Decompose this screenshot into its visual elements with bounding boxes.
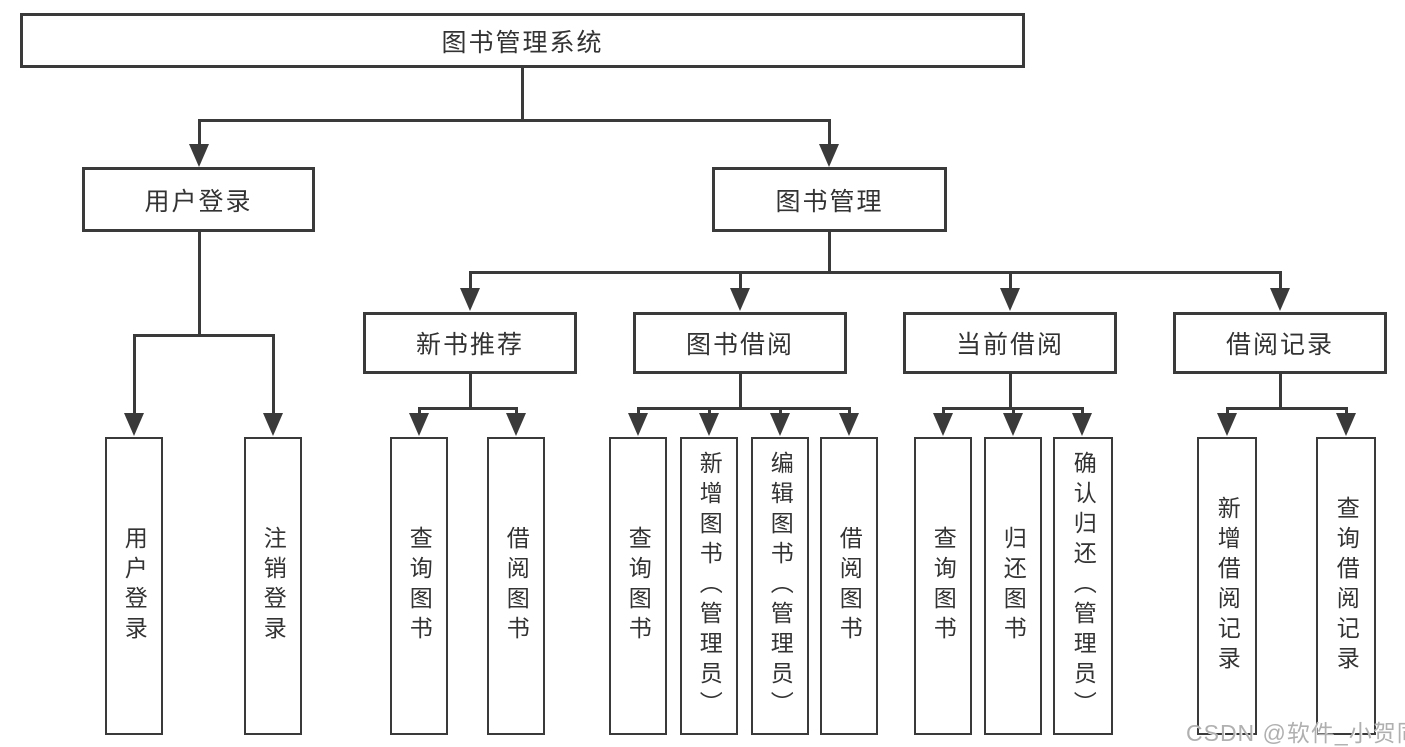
watermark-text: CSDN @软件_小贺同学 bbox=[1186, 720, 1405, 746]
connector-line bbox=[417, 407, 518, 410]
leaf-current-confirm-return-admin: 确认归还（管理员） bbox=[1053, 437, 1113, 735]
connector-line bbox=[636, 407, 851, 410]
node-label: 编辑图书（管理员） bbox=[767, 451, 794, 721]
connector-line bbox=[738, 271, 742, 288]
connector-line bbox=[1278, 374, 1282, 410]
connector-line bbox=[847, 407, 851, 413]
leaf-borrow-edit-book-admin: 编辑图书（管理员） bbox=[751, 437, 809, 735]
connector-line bbox=[132, 334, 136, 413]
node-label: 新增图书（管理员） bbox=[696, 451, 723, 721]
node-label: 查询图书 bbox=[625, 526, 652, 646]
node-label: 用户登录 bbox=[144, 187, 253, 216]
arrow-down-icon bbox=[819, 144, 839, 167]
node-label: 当前借阅 bbox=[955, 331, 1064, 359]
connector-line bbox=[197, 232, 201, 337]
arrow-down-icon bbox=[1217, 413, 1237, 436]
arrow-down-icon bbox=[770, 413, 790, 436]
node-current-borrowing: 当前借阅 bbox=[903, 312, 1117, 374]
leaf-current-return-book: 归还图书 bbox=[984, 437, 1042, 735]
node-label: 查询图书 bbox=[406, 526, 433, 646]
leaf-user-login: 用户登录 bbox=[105, 437, 163, 735]
connector-line bbox=[738, 374, 742, 410]
connector-line bbox=[197, 119, 201, 144]
arrow-down-icon bbox=[1336, 413, 1356, 436]
arrow-down-icon bbox=[124, 413, 144, 436]
leaf-current-query-book: 查询图书 bbox=[914, 437, 972, 735]
connector-line bbox=[707, 407, 711, 413]
node-label: 图书管理系统 bbox=[441, 28, 604, 57]
node-library-management-system: 图书管理系统 bbox=[20, 13, 1025, 68]
connector-line bbox=[132, 334, 275, 337]
node-label: 确认归还（管理员） bbox=[1070, 451, 1097, 721]
arrow-down-icon bbox=[1270, 288, 1290, 311]
node-label: 借阅图书 bbox=[503, 526, 530, 646]
connector-line bbox=[1008, 374, 1012, 410]
arrow-down-icon bbox=[628, 413, 648, 436]
node-borrowing-records: 借阅记录 bbox=[1173, 312, 1387, 374]
leaf-borrow-query-book: 查询图书 bbox=[609, 437, 667, 735]
arrow-down-icon bbox=[839, 413, 859, 436]
arrow-down-icon bbox=[460, 288, 480, 311]
connector-line bbox=[468, 271, 1282, 274]
connector-line bbox=[1008, 271, 1012, 288]
connector-line bbox=[417, 407, 421, 413]
connector-line bbox=[271, 334, 275, 413]
connector-line bbox=[941, 407, 945, 413]
node-label: 借阅记录 bbox=[1225, 331, 1334, 359]
connector-line bbox=[1011, 407, 1015, 413]
leaf-record-query-record: 查询借阅记录 bbox=[1316, 437, 1376, 735]
arrow-down-icon bbox=[263, 413, 283, 436]
arrow-down-icon bbox=[1003, 413, 1023, 436]
connector-line bbox=[1225, 407, 1348, 410]
node-label: 借阅图书 bbox=[836, 526, 863, 646]
arrow-down-icon bbox=[506, 413, 526, 436]
node-label: 归还图书 bbox=[1000, 526, 1027, 646]
arrow-down-icon bbox=[189, 144, 209, 167]
node-new-book-recommend: 新书推荐 bbox=[363, 312, 577, 374]
leaf-newbook-query-book: 查询图书 bbox=[390, 437, 448, 735]
node-user-login: 用户登录 bbox=[82, 167, 315, 232]
arrow-down-icon bbox=[699, 413, 719, 436]
connector-line bbox=[636, 407, 640, 413]
connector-line bbox=[827, 119, 831, 144]
node-book-management: 图书管理 bbox=[712, 167, 947, 232]
arrow-down-icon bbox=[730, 288, 750, 311]
arrow-down-icon bbox=[1072, 413, 1092, 436]
node-book-borrowing: 图书借阅 bbox=[633, 312, 847, 374]
node-label: 查询借阅记录 bbox=[1333, 496, 1360, 676]
connector-line bbox=[1344, 407, 1348, 413]
leaf-logout: 注销登录 bbox=[244, 437, 302, 735]
connector-line bbox=[827, 232, 831, 274]
node-label: 图书管理 bbox=[775, 187, 884, 216]
node-label: 查询图书 bbox=[930, 526, 957, 646]
connector-line bbox=[468, 271, 472, 288]
node-label: 用户登录 bbox=[121, 526, 148, 646]
leaf-borrow-add-book-admin: 新增图书（管理员） bbox=[680, 437, 738, 735]
leaf-borrow-borrow-book: 借阅图书 bbox=[820, 437, 878, 735]
leaf-record-add-record: 新增借阅记录 bbox=[1197, 437, 1257, 735]
connector-line bbox=[778, 407, 782, 413]
leaf-newbook-borrow-book: 借阅图书 bbox=[487, 437, 545, 735]
connector-line bbox=[1225, 407, 1229, 413]
connector-line bbox=[468, 374, 472, 410]
connector-line bbox=[1278, 271, 1282, 288]
arrow-down-icon bbox=[1000, 288, 1020, 311]
connector-line bbox=[520, 68, 524, 122]
arrow-down-icon bbox=[933, 413, 953, 436]
node-label: 注销登录 bbox=[260, 526, 287, 646]
arrow-down-icon bbox=[409, 413, 429, 436]
node-label: 新书推荐 bbox=[415, 331, 524, 359]
connector-line bbox=[1080, 407, 1084, 413]
connector-line bbox=[197, 119, 831, 122]
connector-line bbox=[514, 407, 518, 413]
node-label: 图书借阅 bbox=[685, 331, 794, 359]
node-label: 新增借阅记录 bbox=[1214, 496, 1241, 676]
